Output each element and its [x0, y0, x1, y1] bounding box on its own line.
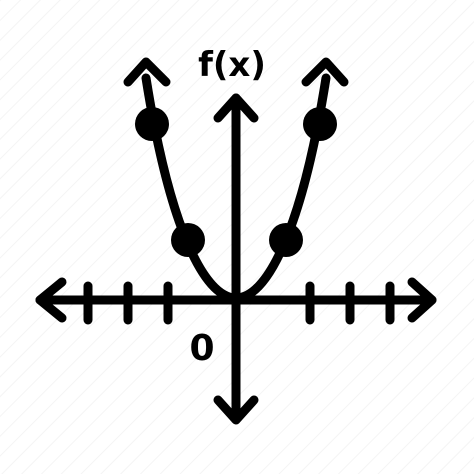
x-axis-left-arrow [35, 277, 67, 323]
curve-left-arrow [123, 57, 171, 87]
origin-label: 0 [189, 328, 214, 369]
point-marker [269, 223, 303, 257]
x-axis-ticks [83, 281, 395, 325]
parabola-curve [141, 73, 331, 303]
x-axis-right-arrow [407, 277, 437, 323]
y-axis-up-arrow [213, 93, 259, 123]
point-marker [135, 107, 169, 141]
function-label: f(x) [198, 45, 266, 85]
point-marker [303, 107, 337, 141]
y-axis-down-arrow [213, 395, 259, 425]
curve-right-arrow [301, 57, 349, 87]
point-marker [171, 223, 205, 257]
plotted-points [135, 107, 337, 257]
